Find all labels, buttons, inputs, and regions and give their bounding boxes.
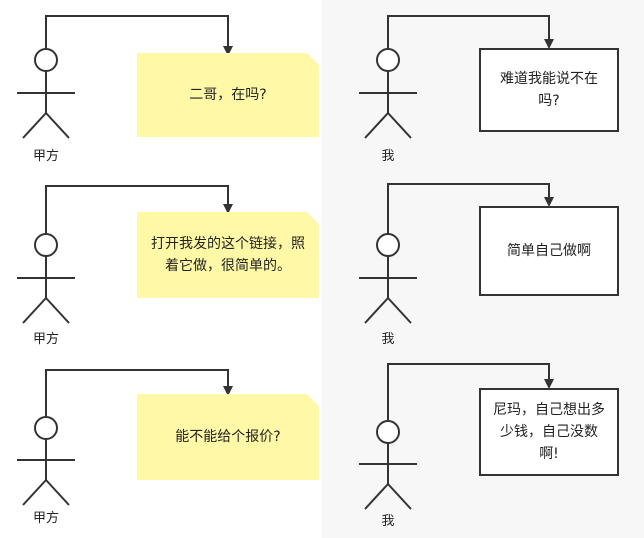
actor-label-client-1: 甲方 xyxy=(32,149,60,164)
actor-label-me-3: 我 xyxy=(381,514,395,529)
actor-client-figure-2 xyxy=(17,233,75,324)
client-message-text: 打开我发的这个链接，照着它做，很简单的。 xyxy=(151,236,305,274)
connector-3-right xyxy=(387,363,554,421)
actor-me-figure-2 xyxy=(359,233,417,324)
client-message-text: 二哥，在吗? xyxy=(189,87,267,103)
connector-2-right xyxy=(387,183,554,234)
connector-1-right xyxy=(387,15,554,49)
connector-2-left xyxy=(45,185,233,234)
actor-label-client-3: 甲方 xyxy=(32,511,60,526)
actor-client-figure-3 xyxy=(17,416,75,506)
my-reply-box-2: 简单自己做啊 xyxy=(479,206,619,296)
actor-me-figure-1 xyxy=(359,48,417,139)
my-reply-text: 简单自己做啊 xyxy=(507,243,591,259)
note-fold-corner xyxy=(307,394,319,406)
my-reply-text: 难道我能说不在吗? xyxy=(500,71,598,109)
client-message-note-3: 能不能给个报价? xyxy=(137,394,319,480)
my-reply-text: 尼玛，自己想出多少钱，自己没数啊! xyxy=(493,402,605,462)
note-fold-corner xyxy=(307,212,319,224)
client-message-text: 能不能给个报价? xyxy=(175,429,281,445)
connector-1-left xyxy=(45,15,233,56)
connector-3-left xyxy=(45,369,233,417)
my-reply-box-1: 难道我能说不在吗? xyxy=(479,48,619,132)
my-reply-box-3: 尼玛，自己想出多少钱，自己没数啊! xyxy=(479,388,619,476)
actor-client-figure-1 xyxy=(17,48,75,139)
actor-me-figure-3 xyxy=(359,420,417,510)
actor-label-me-1: 我 xyxy=(381,149,395,164)
actor-label-me-2: 我 xyxy=(381,332,395,347)
client-message-note-2: 打开我发的这个链接，照着它做，很简单的。 xyxy=(137,212,319,298)
actor-label-client-2: 甲方 xyxy=(32,332,60,347)
client-message-note-1: 二哥，在吗? xyxy=(137,53,319,137)
note-fold-corner xyxy=(307,53,319,65)
